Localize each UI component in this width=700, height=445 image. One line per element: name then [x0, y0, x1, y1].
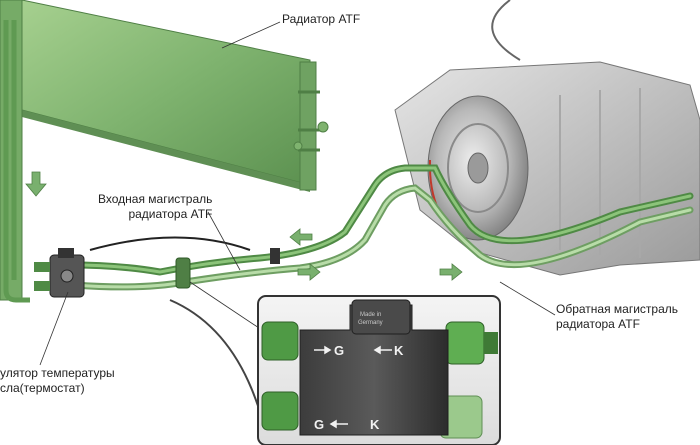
inlet-line-pipe: [66, 164, 694, 276]
leader-radiator: [221, 21, 281, 49]
return-line-label: Обратная магистраль радиатора ATF: [556, 302, 679, 331]
flow-arrow-left: [289, 228, 313, 246]
port-letter-k-top: K: [394, 343, 404, 358]
thermostat-inset: Made in Germany G K G K: [257, 295, 501, 445]
radiator-label: Радиатор ATF: [282, 12, 361, 26]
port-letter-g-top: G: [334, 343, 344, 358]
leader-return: [499, 281, 556, 316]
cast-text-2: Germany: [358, 320, 383, 326]
port-letter-k-bottom: K: [370, 417, 380, 432]
left-pipe-loop: [3, 20, 30, 303]
cast-text-1: Made in: [360, 312, 381, 318]
leader-inlet: [207, 211, 241, 271]
thermostat-valve: [34, 248, 85, 298]
leader-thermostat: [39, 291, 69, 366]
port-letter-g-bottom: G: [314, 417, 324, 432]
line-flow-arrows: [289, 228, 463, 281]
port-arrows: [314, 345, 392, 429]
leader-inset: [189, 281, 263, 331]
leader-lines: [39, 21, 556, 366]
flow-arrow-right: [297, 263, 321, 281]
inlet-line-label: Входная магистраль радиатора ATF: [98, 192, 213, 221]
radiator-flow-arrow: [25, 171, 47, 197]
thermostat-label: улятор температуры сла(термостат): [0, 366, 115, 395]
flow-arrow-right-2: [439, 263, 463, 281]
